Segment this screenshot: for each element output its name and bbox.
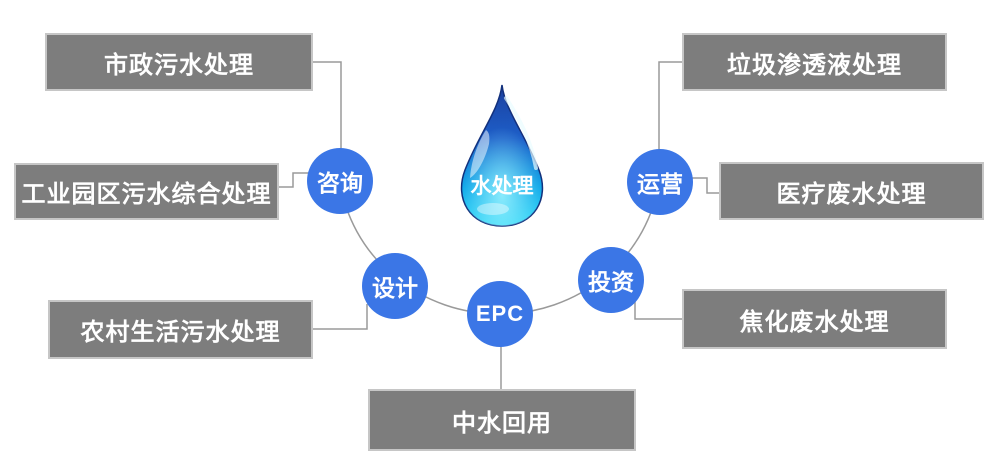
drop-bottom-highlight <box>477 203 509 215</box>
box-label: 市政污水处理 <box>104 51 254 79</box>
node-operation: 运营 <box>627 149 693 215</box>
node-design: 设计 <box>362 253 428 319</box>
box-label: 焦化废水处理 <box>739 308 890 336</box>
connector-municipal-consulting <box>313 61 342 152</box>
drop-right-shine <box>504 96 538 170</box>
connector-coking-investment <box>634 297 682 320</box>
water-drop-icon: 水处理 <box>460 84 544 227</box>
node-epc: EPC <box>467 281 533 347</box>
box-landfill-leachate: 垃圾渗透液处理 <box>682 33 947 91</box>
box-label: 垃圾渗透液处理 <box>727 51 902 79</box>
connector-industrial-consulting <box>279 172 309 188</box>
drop-glow <box>461 85 543 226</box>
node-investment: 投资 <box>578 247 644 313</box>
connector-landfill-operation <box>658 61 682 152</box>
node-label: 咨询 <box>317 170 363 196</box>
connector-rural-design <box>313 304 368 330</box>
box-coking-wastewater: 焦化废水处理 <box>682 289 947 349</box>
box-medical-wastewater: 医疗废水处理 <box>719 162 984 220</box>
node-label: 设计 <box>372 275 418 301</box>
box-municipal-sewage: 市政污水处理 <box>45 33 313 91</box>
node-label: 运营 <box>637 171 683 197</box>
drop-left-gloss <box>470 130 490 178</box>
node-consulting: 咨询 <box>307 148 373 214</box>
box-rural-domestic-sewage: 农村生活污水处理 <box>48 300 313 359</box>
drop-label: 水处理 <box>471 175 534 198</box>
box-reclaimed-water-reuse: 中水回用 <box>368 389 636 451</box>
box-label: 中水回用 <box>452 409 552 437</box>
node-label: EPC <box>475 301 525 326</box>
connector-medical-operation <box>690 177 719 194</box>
box-label: 医疗废水处理 <box>776 180 927 208</box>
box-label: 农村生活污水处理 <box>80 319 281 346</box>
box-label: 工业园区污水综合处理 <box>21 181 272 208</box>
node-label: 投资 <box>588 269 634 295</box>
box-industrial-park-sewage: 工业园区污水综合处理 <box>14 163 279 220</box>
